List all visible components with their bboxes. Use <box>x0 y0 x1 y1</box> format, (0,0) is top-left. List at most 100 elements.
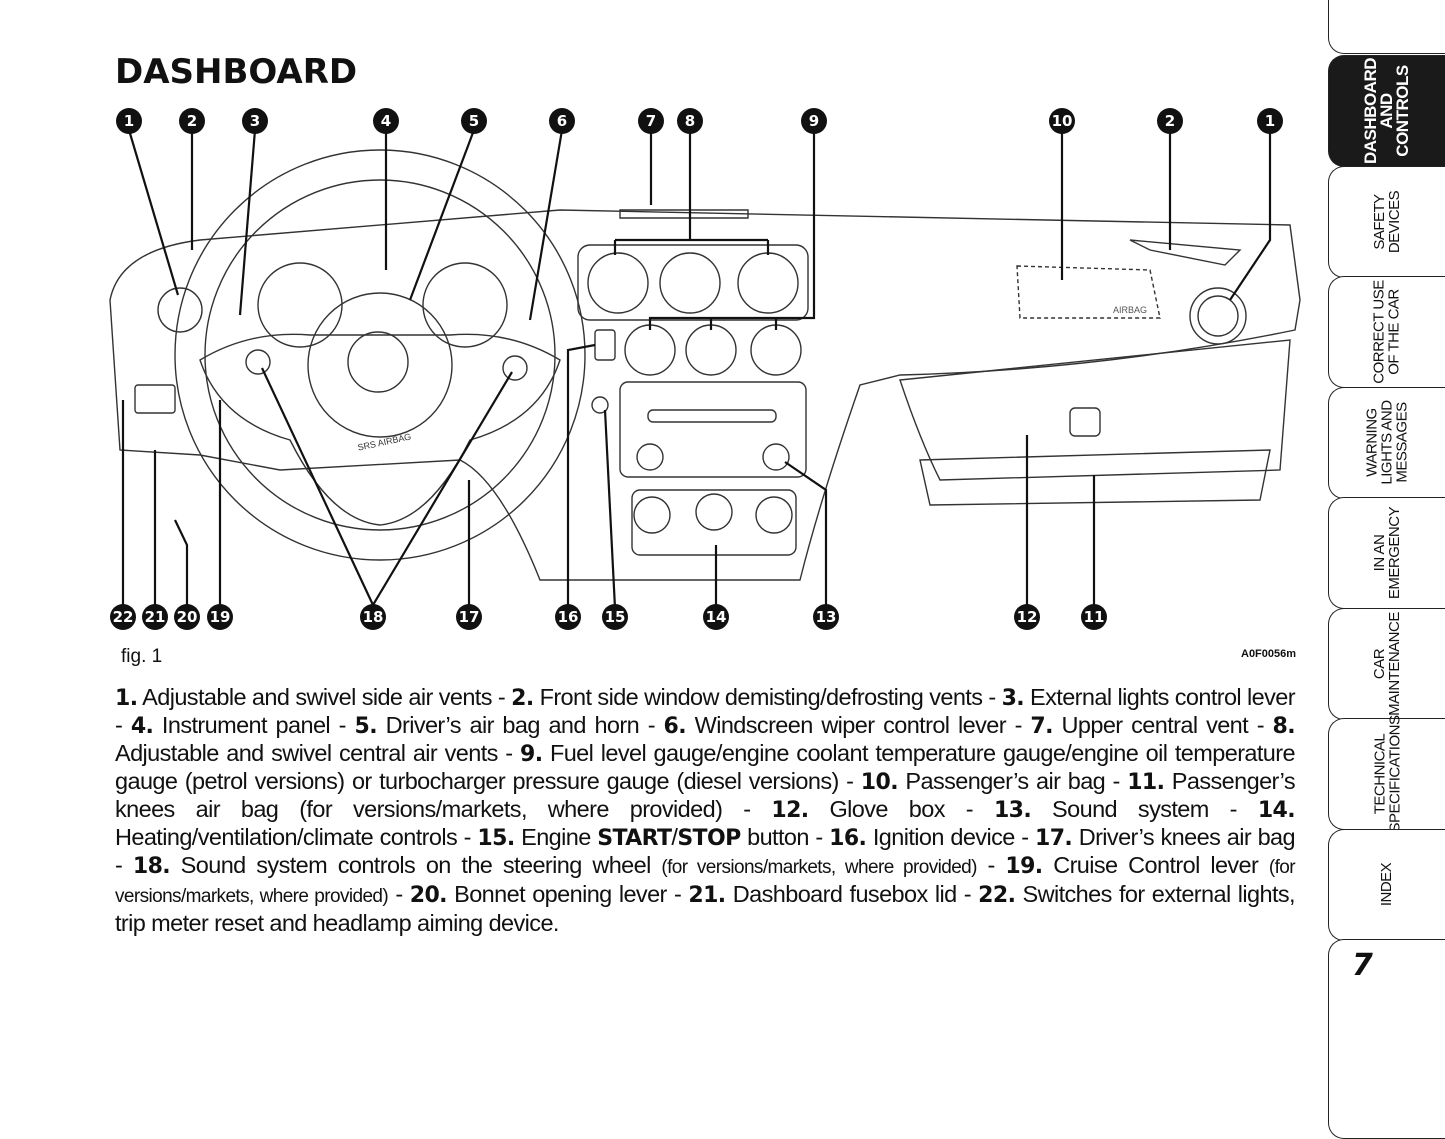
callout-number: 7 <box>646 112 656 130</box>
leader-lines <box>121 129 1272 609</box>
callout-number: 12 <box>1017 608 1038 626</box>
callout-14: 14 <box>703 604 729 630</box>
callout-number: 6 <box>557 112 567 130</box>
item-number: 22. <box>978 883 1016 908</box>
item-text: Driver’s knees air bag - <box>115 824 1296 878</box>
item-text: button - <box>740 824 830 850</box>
item-number: 4. <box>130 714 154 739</box>
callout-marker <box>142 604 168 630</box>
callout-marker <box>677 108 703 134</box>
item-text: - <box>388 881 410 907</box>
callout-18: 18 <box>360 604 386 630</box>
item-text: Sound system - <box>1031 796 1258 822</box>
callout-marker <box>116 108 142 134</box>
item-number: STOP <box>677 826 741 851</box>
item-text: / <box>671 824 678 850</box>
item-text: Heating/ventilation/climate controls - <box>115 824 478 850</box>
callout-1: 1 <box>1257 108 1283 134</box>
callout-marker <box>1257 108 1283 134</box>
figure-label: fig. 1 <box>121 646 163 667</box>
callout-16: 16 <box>555 604 581 630</box>
tab-warning-lights-and-messages[interactable]: WARNING LIGHTS AND MESSAGES <box>1328 386 1445 499</box>
item-number: 6. <box>663 714 687 739</box>
item-text: Upper central vent - <box>1052 712 1273 738</box>
item-text: Switches for external lights, trip meter… <box>115 881 1296 936</box>
tab-index[interactable]: INDEX <box>1328 828 1445 941</box>
tab-in-an-emergency[interactable]: IN AN EMERGENCY <box>1328 497 1445 609</box>
item-text: Passenger’s knees air bag (for versions/… <box>115 768 1296 822</box>
callout-10: 10 <box>1049 108 1075 134</box>
item-number: 21. <box>688 883 726 908</box>
item-number: 8. <box>1272 714 1296 739</box>
item-text: (for versions/markets, where provided) <box>661 857 977 878</box>
tab-label: CAR MAINTENANCE <box>1371 611 1403 716</box>
callout-number: 18 <box>363 608 384 626</box>
item-number: 13. <box>993 798 1032 823</box>
callout-number: 4 <box>381 112 391 130</box>
item-text: Glove box - <box>808 796 994 822</box>
callout-marker <box>638 108 664 134</box>
callout-number: 8 <box>685 112 695 130</box>
item-number: 17. <box>1034 826 1073 851</box>
callout-marker <box>1014 604 1040 630</box>
item-text: Instrument panel - <box>153 712 355 738</box>
callout-number: 2 <box>1165 112 1175 130</box>
item-text: Ignition device - <box>866 824 1035 850</box>
callout-9: 9 <box>801 108 827 134</box>
callout-marker <box>174 604 200 630</box>
item-number: 16. <box>829 826 867 851</box>
tab-page-number <box>1328 939 1445 1139</box>
item-number: 12. <box>771 798 809 823</box>
tab-safety-devices[interactable]: SAFETY DEVICES <box>1328 165 1445 278</box>
callout-8: 8 <box>677 108 703 134</box>
callout-marker <box>242 108 268 134</box>
item-number: 10. <box>860 770 899 795</box>
callout-13: 13 <box>813 604 839 630</box>
callout-number: 9 <box>809 112 819 130</box>
tab-correct-use-of-the-car[interactable]: CORRECT USE OF THE CAR <box>1328 276 1445 388</box>
callout-number: 5 <box>469 112 479 130</box>
item-text: Front side window demisting/defrosting v… <box>533 684 1002 710</box>
airbag-label: AIRBAG <box>1113 305 1147 315</box>
callout-7: 7 <box>638 108 664 134</box>
figure-code: A0F0056m <box>1241 648 1297 660</box>
callout-marker <box>813 604 839 630</box>
item-number: 2. <box>511 686 534 711</box>
callout-marker <box>1081 604 1107 630</box>
page-number: 7 <box>1352 948 1373 983</box>
tab-label: TECHNICAL SPECIFICATIONS <box>1371 715 1403 833</box>
item-number: 15. <box>477 826 515 851</box>
callout-number: 3 <box>250 112 260 130</box>
callout-marker <box>1157 108 1183 134</box>
item-text: Driver’s air bag and horn - <box>376 712 664 738</box>
callout-20: 20 <box>174 604 200 630</box>
callout-15: 15 <box>602 604 628 630</box>
item-text: Bonnet opening lever - <box>446 881 689 907</box>
tab-top-blank <box>1328 0 1445 54</box>
item-text: - <box>976 852 1006 878</box>
callout-17: 17 <box>456 604 482 630</box>
callout-number: 11 <box>1084 608 1105 626</box>
item-number: 9. <box>519 742 543 767</box>
callout-number: 1 <box>1265 112 1275 130</box>
callout-2: 2 <box>1157 108 1183 134</box>
tab-technical-specifications[interactable]: TECHNICAL SPECIFICATIONS <box>1328 715 1445 833</box>
item-text: Dashboard fusebox lid - <box>725 881 979 907</box>
tab-label: WARNING LIGHTS AND MESSAGES <box>1363 400 1411 485</box>
callout-22: 22 <box>110 604 136 630</box>
item-number: 19. <box>1005 854 1043 879</box>
callout-marker <box>801 108 827 134</box>
callout-marker <box>110 604 136 630</box>
tab-car-maintenance[interactable]: CAR MAINTENANCE <box>1328 607 1445 720</box>
tab-dashboard-and-controls[interactable]: DASHBOARD AND CONTROLS <box>1328 55 1445 167</box>
tab-label: SAFETY DEVICES <box>1370 190 1403 253</box>
callout-number: 14 <box>706 608 727 626</box>
item-text: Engine <box>514 824 598 850</box>
callout-5: 5 <box>461 108 487 134</box>
callout-number: 10 <box>1052 112 1073 130</box>
tab-label: CORRECT USE OF THE CAR <box>1371 280 1403 384</box>
item-text: Sound system controls on the steering wh… <box>170 852 662 878</box>
item-text: Cruise Control lever <box>1042 852 1269 878</box>
callout-marker <box>602 604 628 630</box>
